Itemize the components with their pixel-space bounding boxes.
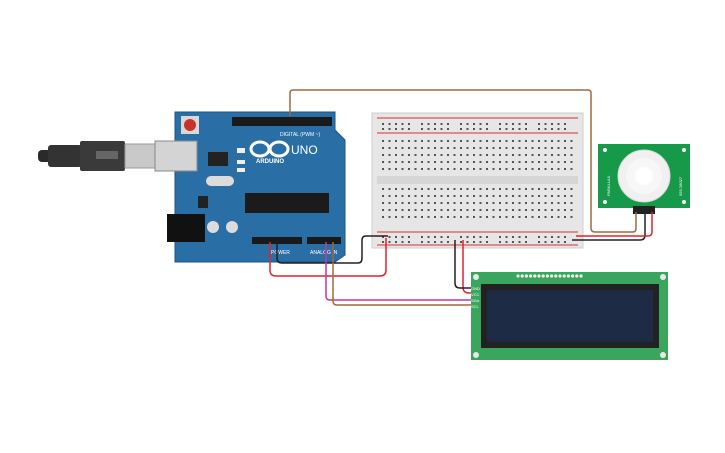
wire-black-lcd-gnd[interactable] <box>454 240 471 289</box>
board-brand: ARDUINO <box>256 159 284 165</box>
pir-label-right: 555-28027 <box>678 176 683 196</box>
usb-cable <box>38 141 158 171</box>
led-l <box>237 148 245 153</box>
lcd-header-pads <box>516 274 583 278</box>
wire-red-5v[interactable] <box>269 238 387 277</box>
lcd-pin-gnd: GND <box>471 286 480 291</box>
reset-button[interactable] <box>184 119 196 131</box>
wire-black-gnd[interactable] <box>276 235 388 264</box>
wire-red-lcd-vcc[interactable] <box>462 240 471 294</box>
digital-header <box>232 117 332 126</box>
arduino-uno-board[interactable]: ARDUINO UNO DIGITAL (PWM ~) POWER ANALOG… <box>154 111 346 263</box>
pir-label-left: PARALLAX <box>606 175 611 196</box>
atmega-chip <box>245 193 329 213</box>
wire-magenta-sda[interactable] <box>325 242 471 301</box>
usb-chip <box>208 152 228 166</box>
breadboard-holes <box>382 123 573 243</box>
lcd-module[interactable]: GND VCC SDA SCL <box>471 272 668 360</box>
lcd-screen <box>487 290 653 342</box>
capacitor-2 <box>226 221 238 233</box>
lcd-pin-vcc: VCC <box>471 292 480 297</box>
pir-pin-header <box>633 206 655 214</box>
crystal <box>206 176 234 186</box>
power-header <box>252 237 302 244</box>
lcd-pin-scl: SCL <box>471 304 480 309</box>
breadboard[interactable] <box>371 112 584 249</box>
power-header-label: POWER <box>271 250 290 256</box>
analog-header-label: ANALOG IN <box>310 250 338 256</box>
wires <box>269 89 653 306</box>
wire-brown-scl[interactable] <box>332 242 471 306</box>
wire-brown-pir-signal[interactable] <box>289 89 637 233</box>
lcd-pin-sda: SDA <box>471 298 480 303</box>
led-tx <box>237 160 245 164</box>
analog-header <box>307 237 341 244</box>
arduino-logo-icon <box>249 140 290 158</box>
wire-black-pir-gnd[interactable] <box>572 212 646 241</box>
led-rx <box>237 168 245 172</box>
board-model: UNO <box>291 143 318 157</box>
capacitor-1 <box>207 221 219 233</box>
digital-header-label: DIGITAL (PWM ~) <box>280 132 320 138</box>
wire-red-pir-vcc[interactable] <box>576 212 653 237</box>
pir-sensor[interactable]: PARALLAX 555-28027 <box>598 144 690 214</box>
